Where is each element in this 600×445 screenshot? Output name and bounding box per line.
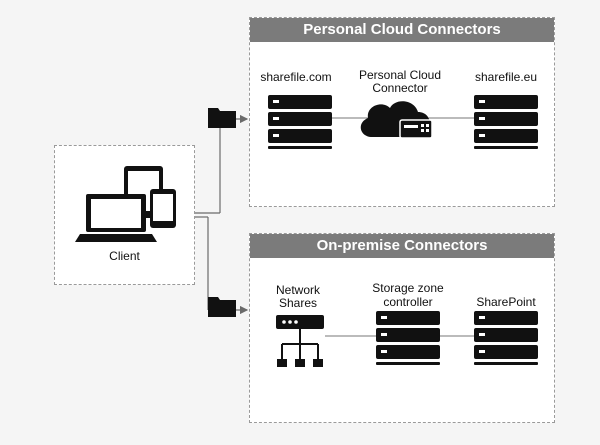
network-share-icon bbox=[276, 315, 324, 367]
storage-zone-controller-label-line1: Storage zone bbox=[372, 281, 444, 295]
server-icon-sharefile-eu bbox=[474, 95, 538, 149]
storage-zone-controller-label-line2: controller bbox=[383, 295, 433, 309]
sharefile-eu-label: sharefile.eu bbox=[474, 70, 538, 84]
network-shares-label-line1: Network bbox=[275, 283, 320, 297]
laptop-tablet-phone-icon bbox=[75, 166, 176, 242]
network-shares-label-line2: Shares bbox=[278, 296, 318, 310]
folder-icon-bottom bbox=[208, 297, 236, 317]
client-connector-lines bbox=[195, 114, 249, 315]
server-icon-sharefile-com bbox=[268, 95, 332, 149]
sharepoint-label: SharePoint bbox=[476, 295, 536, 309]
personal-cloud-connectors-title: Personal Cloud Connectors bbox=[250, 18, 554, 42]
client-label: Client bbox=[109, 249, 140, 263]
folder-icon-top bbox=[208, 108, 236, 128]
personal-cloud-connector-label-line1: Personal Cloud bbox=[358, 68, 442, 82]
server-icon-storage-zone-controller bbox=[376, 311, 440, 365]
cloud-connector-icon bbox=[360, 101, 433, 139]
server-icon-sharepoint bbox=[474, 311, 538, 365]
on-premise-connectors-title: On-premise Connectors bbox=[250, 234, 554, 258]
personal-cloud-connector-label-line2: Connector bbox=[372, 81, 428, 95]
sharefile-com-label: sharefile.com bbox=[260, 70, 332, 84]
